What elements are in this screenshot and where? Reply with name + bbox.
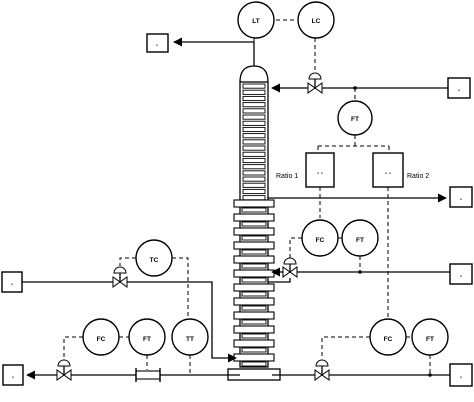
bottom-left-control-valve xyxy=(56,359,72,381)
svg-text:TC: TC xyxy=(150,257,159,264)
column-tray xyxy=(242,126,266,133)
svg-text:-: - xyxy=(12,374,14,381)
bottoms-flow-controller-fc-left: FC xyxy=(82,318,120,356)
column-tray-wide xyxy=(233,311,275,320)
column-tray xyxy=(242,114,266,120)
column-trays xyxy=(233,83,275,367)
column-tray xyxy=(242,182,266,188)
svg-text:FT: FT xyxy=(426,336,434,343)
column-tray xyxy=(242,108,266,114)
svg-text:-: - xyxy=(460,374,462,381)
column-tray xyxy=(242,102,266,108)
ratio-2-label: Ratio 2 xyxy=(407,173,429,180)
column-tray xyxy=(242,176,266,182)
column-tray xyxy=(241,291,267,297)
ratio-1-label: Ratio 1 xyxy=(276,173,298,180)
bottom-left-stream-box: - xyxy=(2,364,24,386)
column-tray xyxy=(242,151,266,157)
svg-text:-: - xyxy=(11,281,13,288)
side-draw-right-stream-box: - xyxy=(449,186,473,208)
column-tray xyxy=(242,145,266,151)
column-tray xyxy=(241,263,267,269)
column-tray xyxy=(241,277,267,283)
column-tray-wide xyxy=(233,213,275,222)
svg-text:-: - xyxy=(458,87,460,94)
column-top-dome xyxy=(239,65,269,83)
reflux-right-stream-box: - xyxy=(447,77,471,99)
svg-text:- -: - - xyxy=(385,170,391,177)
ratio-2-block: - - xyxy=(372,152,404,188)
svg-text:FT: FT xyxy=(351,116,359,123)
column-tray xyxy=(241,249,267,255)
column-tray xyxy=(242,83,266,89)
feed-right-stream-box: - xyxy=(449,263,473,285)
column-tray-wide xyxy=(233,269,275,278)
column-tray xyxy=(241,221,267,227)
distillation-column xyxy=(227,65,281,381)
level-transmitter-lt: LT xyxy=(237,1,275,39)
feed-flow-transmitter-ft-right: FT xyxy=(341,219,379,257)
level-controller-lc: LC xyxy=(297,1,335,39)
column-tray-wide xyxy=(233,199,275,208)
column-tray-wide xyxy=(233,297,275,306)
column-tray xyxy=(241,361,267,367)
svg-text:TT: TT xyxy=(186,336,194,343)
column-tray-wide xyxy=(233,339,275,348)
reflux-control-valve xyxy=(307,72,323,94)
reflux-flow-transmitter-ft: FT xyxy=(337,100,373,136)
column-tray-wide xyxy=(233,255,275,264)
left-feed-control-valve xyxy=(112,266,128,288)
column-tray-wide xyxy=(233,325,275,334)
column-tray-wide xyxy=(233,227,275,236)
svg-text:-: - xyxy=(156,42,158,49)
column-tray xyxy=(242,195,266,201)
svg-text:LC: LC xyxy=(312,18,321,25)
column-tray xyxy=(242,170,266,176)
temperature-controller-tc: TC xyxy=(135,239,173,277)
column-tray xyxy=(242,120,266,126)
column-tray xyxy=(241,333,267,339)
column-tray-wide xyxy=(233,241,275,250)
svg-text:FC: FC xyxy=(384,336,393,343)
bottoms-flow-transmitter-ft-left: FT xyxy=(128,318,166,356)
column-tray xyxy=(242,89,266,95)
column-tray xyxy=(241,347,267,353)
svg-text:-: - xyxy=(460,196,462,203)
overhead-line xyxy=(173,37,255,66)
feed-flow-controller-fc-right: FC xyxy=(301,219,339,257)
column-tray xyxy=(242,133,266,139)
svg-text:LT: LT xyxy=(252,18,259,25)
svg-text:FC: FC xyxy=(97,336,106,343)
svg-text:FT: FT xyxy=(356,237,364,244)
svg-text:- -: - - xyxy=(317,170,323,177)
column-tray xyxy=(242,139,266,145)
ratio-1-block: - - xyxy=(305,152,335,188)
orifice-flow-element xyxy=(135,368,161,382)
svg-text:FT: FT xyxy=(143,336,151,343)
column-tray xyxy=(241,319,267,325)
bottoms-flow-transmitter-ft-right: FT xyxy=(411,318,449,356)
column-tray xyxy=(242,188,266,195)
bottom-right-control-valve xyxy=(314,359,330,381)
column-tray xyxy=(242,164,266,170)
temperature-transmitter-tt: TT xyxy=(171,318,209,356)
right-feed-control-valve xyxy=(282,257,298,278)
top-left-stream-box: - xyxy=(146,33,169,53)
column-tray xyxy=(241,235,267,241)
column-tray-wide xyxy=(233,353,275,362)
column-tray xyxy=(241,207,267,213)
svg-text:-: - xyxy=(460,273,462,280)
svg-text:FC: FC xyxy=(316,237,325,244)
feed-left-stream-box: - xyxy=(1,271,23,293)
column-tray xyxy=(241,305,267,311)
column-tray xyxy=(242,95,266,102)
bottom-right-stream-box: - xyxy=(449,363,473,387)
column-tray xyxy=(242,157,266,164)
bottoms-flow-controller-fc-right: FC xyxy=(369,318,407,356)
column-tray-wide xyxy=(233,283,275,292)
